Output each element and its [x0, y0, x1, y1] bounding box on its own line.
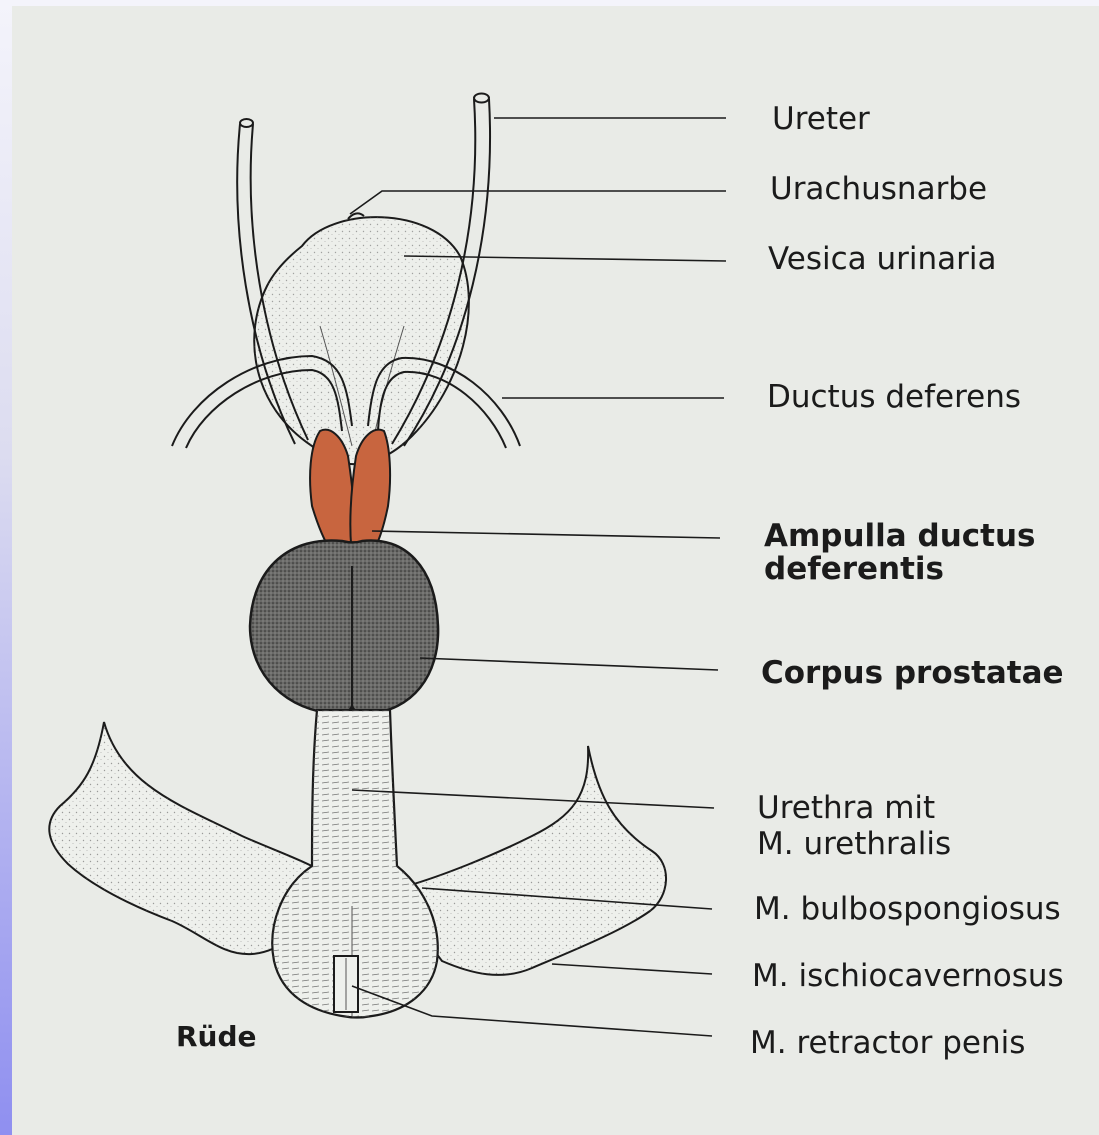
- label-ampulla-line1: Ampulla ductus: [764, 521, 1036, 551]
- label-vesica-urinaria: Vesica urinaria: [768, 244, 997, 274]
- label-urethra-line2: M. urethralis: [757, 829, 951, 859]
- label-urethra-line1: Urethra mit: [757, 793, 935, 823]
- label-m-retractor-penis: M. retractor penis: [750, 1028, 1025, 1058]
- diagram-canvas: Ureter Urachusnarbe Vesica urinaria Duct…: [12, 6, 1099, 1135]
- label-urachusnarbe: Urachusnarbe: [770, 174, 987, 204]
- label-ureter: Ureter: [772, 104, 870, 134]
- figure-caption: Rüde: [176, 1020, 257, 1053]
- label-m-bulbospongiosus: M. bulbospongiosus: [754, 894, 1061, 924]
- label-corpus-prostatae: Corpus prostatae: [761, 658, 1064, 688]
- label-m-ischiocavernosus: M. ischiocavernosus: [752, 961, 1064, 991]
- label-ductus-deferens: Ductus deferens: [767, 382, 1021, 412]
- label-ampulla-line2: deferentis: [764, 554, 944, 584]
- corpus-prostatae: [250, 540, 438, 714]
